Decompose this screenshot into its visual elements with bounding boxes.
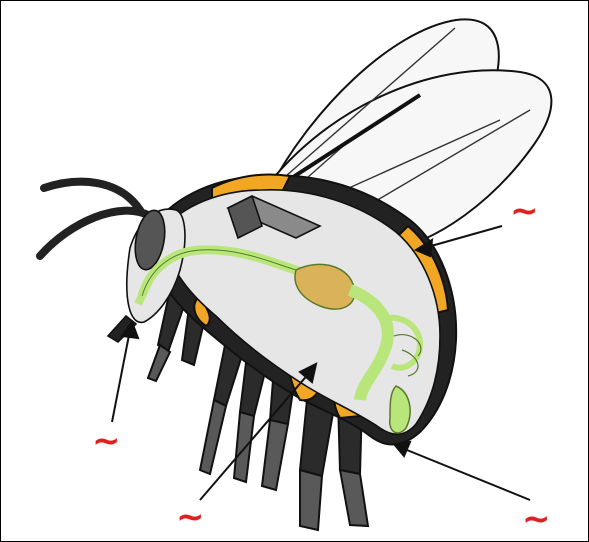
label-bottom-right: ~ (522, 499, 551, 539)
label-middle-bottom: ~ (176, 497, 205, 537)
label-top-right: ~ (510, 191, 539, 231)
label-head-bottom-left: ~ (92, 421, 121, 461)
